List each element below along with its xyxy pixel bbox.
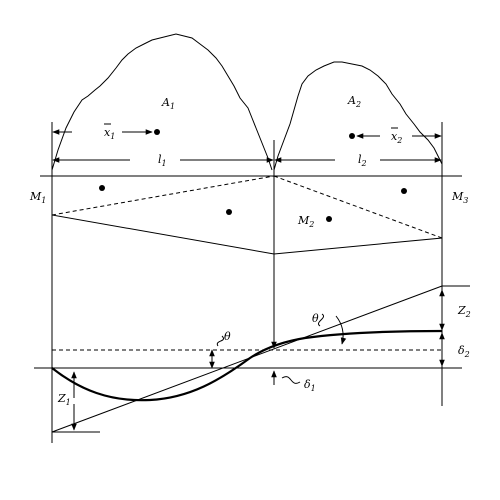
moment-diagram-outline [51,175,443,255]
moment-area-a2-outline [273,61,443,171]
l2-label: l2 [358,153,367,168]
theta-right-arc [335,315,347,345]
x2-label: x2 [391,130,402,145]
moment-area-a1-outline [51,33,273,171]
m2-label: M2 [297,214,314,229]
theta-right-leader [318,313,324,327]
centroid-dot-a1 [154,129,160,135]
theta-left-label: θ [224,330,231,343]
centroid-dot-m2 [326,216,332,222]
centroid-dot-center [226,209,232,215]
m3-label: M3 [451,190,468,205]
a1-label: A1 [161,96,175,111]
z1-label: Z1 [57,392,71,407]
centroid-dot-left-triangle [99,185,105,191]
m1-label: M1 [29,190,46,205]
delta2-label: δ2 [458,344,470,359]
theta-left-leader [216,335,224,347]
dashed-line-left [51,175,275,216]
theta-right-label: θ [312,312,319,325]
x1-label: x1 [104,126,115,141]
delta1-label: δ1 [304,378,316,393]
centroid-dot-a2 [349,133,355,139]
dashed-line-right [273,175,443,239]
elastic-curve [51,329,443,402]
a2-label: A2 [347,94,361,109]
l1-label: l1 [158,153,167,168]
delta1-leader [281,376,301,384]
centroid-dot-right [401,188,407,194]
z2-label: Z2 [457,304,471,319]
